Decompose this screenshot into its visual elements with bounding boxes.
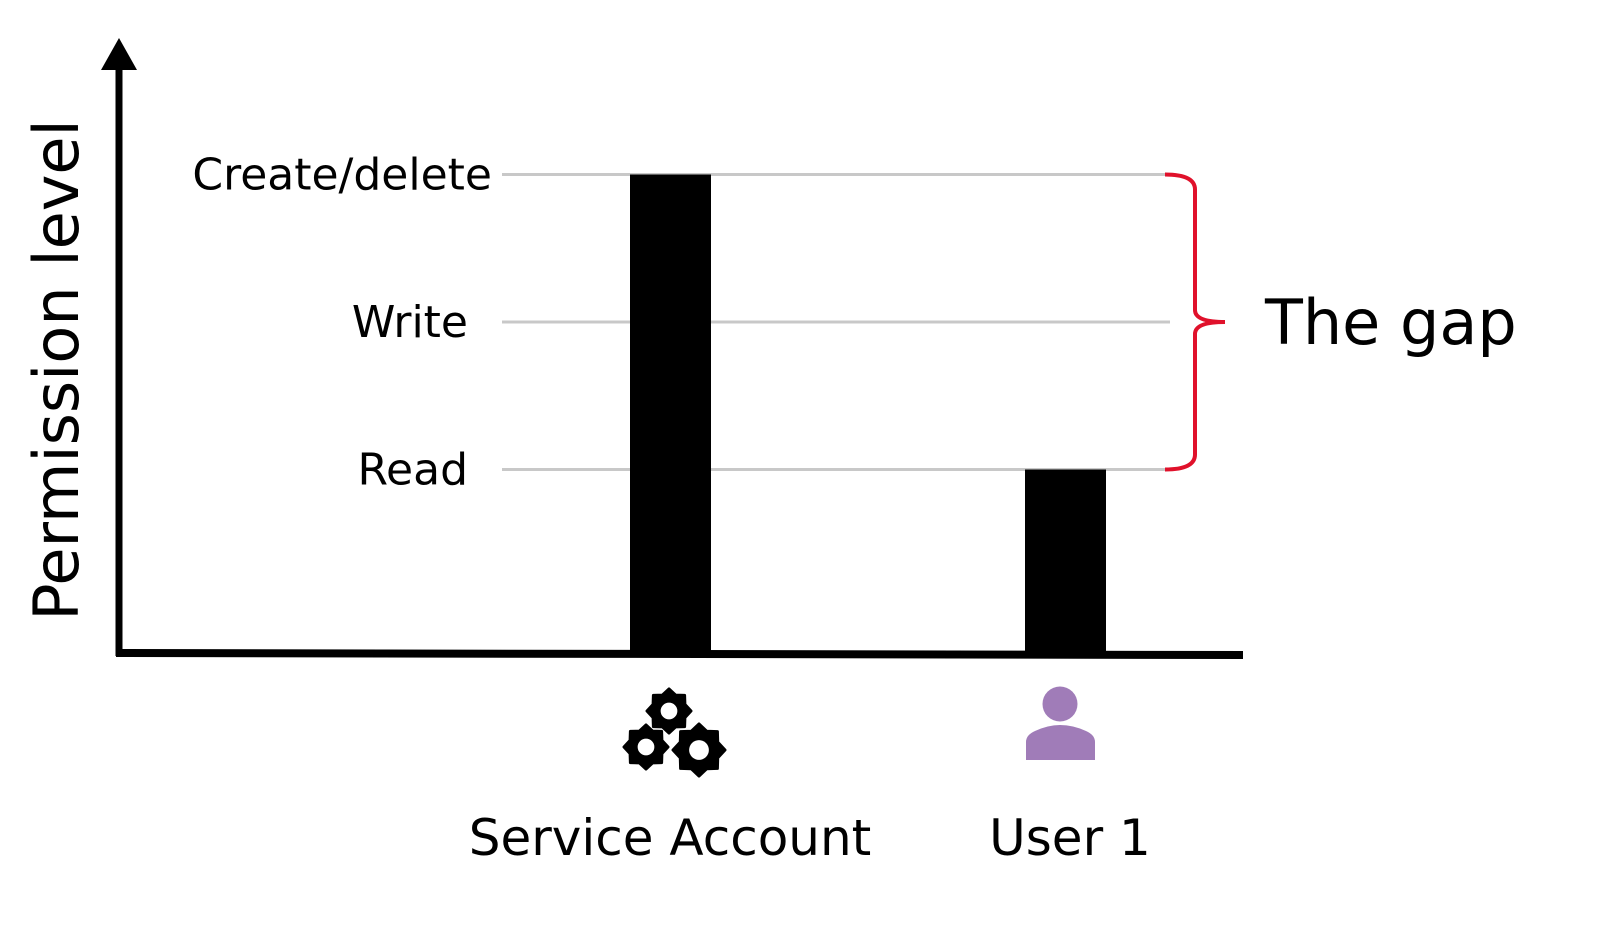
category-labels: Service Account User 1 [469, 809, 1151, 867]
gear-hole [637, 738, 655, 756]
bar-service-account [630, 174, 711, 652]
gear-hole [660, 702, 678, 720]
x-axis [115, 649, 1244, 659]
bar-user-1 [1025, 469, 1106, 652]
tick-label: Create/delete [192, 150, 492, 201]
category-label: User 1 [989, 809, 1151, 867]
user-head [1042, 686, 1078, 722]
category-icons [622, 686, 1095, 778]
gridlines [502, 173, 1170, 471]
gap-brace [1164, 172, 1226, 472]
tick-label: Read [357, 445, 468, 496]
category-label: Service Account [469, 809, 872, 867]
gear-hole [689, 740, 709, 760]
user-body [1026, 725, 1095, 760]
user-icon [1026, 686, 1095, 760]
tick-label: Write [352, 297, 468, 348]
y-axis-arrow [101, 38, 137, 70]
gap-annotation: The gap [1264, 286, 1517, 359]
bars [630, 174, 1106, 652]
gears-icon [622, 687, 727, 778]
tick-labels: Read Write Create/delete [192, 150, 492, 496]
y-axis-label: Permission level [20, 119, 93, 621]
